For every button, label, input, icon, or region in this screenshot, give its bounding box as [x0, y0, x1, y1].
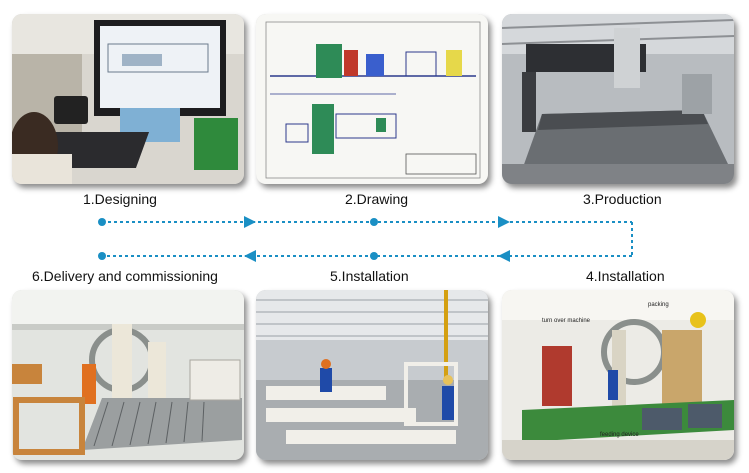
photo-drawing [256, 14, 488, 184]
photo-installation-4: turn over machine packing feeding device [502, 290, 734, 460]
photo-production [502, 14, 734, 184]
flow-dot-1 [98, 218, 106, 226]
arrow-right-2 [498, 216, 510, 228]
step-label-1: 1.Designing [83, 191, 157, 207]
step-label-5: 5.Installation [330, 268, 409, 284]
flow-dot-2 [370, 218, 378, 226]
photo-designing [12, 14, 244, 184]
arrow-left-1 [498, 250, 510, 262]
callout-feeding-device: feeding device [600, 432, 639, 438]
step-label-4: 4.Installation [586, 268, 665, 284]
photo-installation-5 [256, 290, 488, 460]
step-label-6: 6.Delivery and commissioning [32, 268, 218, 284]
step-label-3: 3.Production [583, 191, 662, 207]
arrow-left-2 [244, 250, 256, 262]
callout-turn-over-machine: turn over machine [542, 318, 591, 324]
photo-delivery [12, 290, 244, 460]
callout-packing: packing [648, 302, 669, 308]
arrow-right-1 [244, 216, 256, 228]
flow-dot-6 [98, 252, 106, 260]
flow-dot-5 [370, 252, 378, 260]
step-label-2: 2.Drawing [345, 191, 409, 207]
